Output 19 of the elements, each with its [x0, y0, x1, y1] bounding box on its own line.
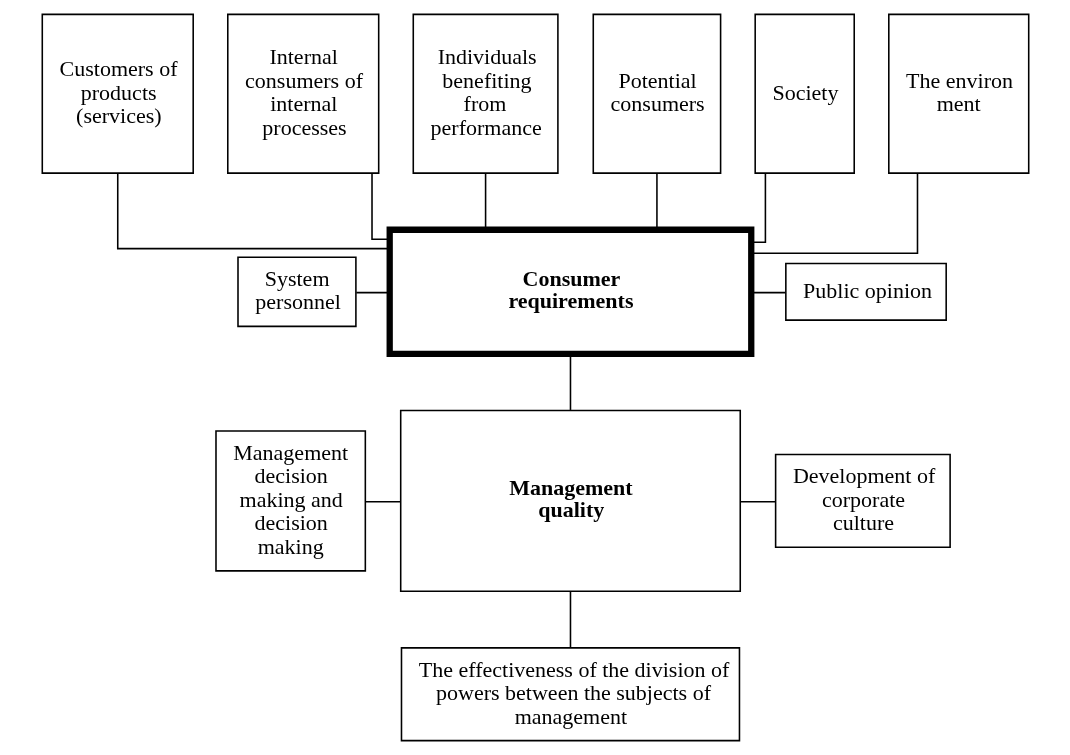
connector — [364, 500, 401, 503]
node-box: Management decision making and decision making — [214, 430, 366, 572]
node-box: Development of corporate culture — [774, 453, 951, 549]
connector — [355, 291, 390, 294]
node-box: Public opinion — [784, 262, 947, 321]
connector — [569, 590, 571, 649]
node-box: The environ ment — [887, 13, 1029, 174]
node-box: Potential consumers — [592, 13, 721, 174]
node-box: Internal consumers of internal processes — [226, 13, 379, 174]
connector — [370, 172, 390, 240]
node-box: Individuals benefiting from performance — [412, 13, 559, 174]
connector — [116, 172, 390, 250]
connector — [739, 500, 776, 503]
node-box: Management quality — [399, 409, 741, 593]
node-box: Consumer requirements — [386, 226, 754, 358]
node-box: Society — [753, 13, 855, 174]
node-box: Customers of products (services) — [41, 13, 194, 174]
node-box: System personnel — [236, 256, 357, 328]
node-box: The effectiveness of the division of powers between the subjects of management — [400, 647, 740, 742]
